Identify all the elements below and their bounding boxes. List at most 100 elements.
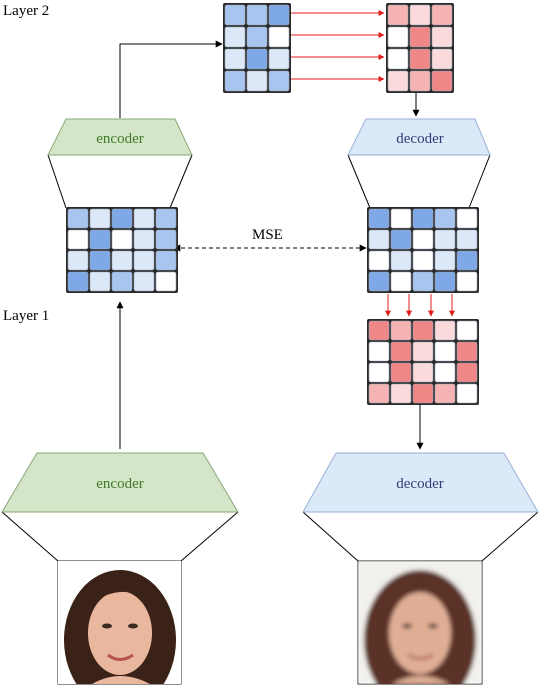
decoder-bottom-label: decoder xyxy=(396,476,443,492)
grid-frame xyxy=(367,319,479,405)
grid-cell xyxy=(409,48,431,70)
grid-cell xyxy=(412,341,434,362)
grid-cell xyxy=(133,229,155,250)
grid-cell xyxy=(89,271,111,292)
grid-cell xyxy=(412,320,434,341)
grid-cell xyxy=(224,26,246,48)
arrow-layer1-to-layer2 xyxy=(119,40,223,118)
layer1-label: Layer 1 xyxy=(3,308,50,324)
grid-cell xyxy=(412,250,434,271)
latent-grid-layer1-encoded xyxy=(66,207,178,293)
grid-cell xyxy=(431,70,453,92)
grid-cell xyxy=(434,383,456,404)
grid-cell xyxy=(456,383,478,404)
grid-cell xyxy=(133,271,155,292)
grid-cell xyxy=(246,48,268,70)
grid-cell xyxy=(111,250,133,271)
grid-cell xyxy=(434,362,456,383)
funnel-lines xyxy=(1,154,539,562)
grid-cell xyxy=(456,341,478,362)
grid-cell xyxy=(412,383,434,404)
grid-cell xyxy=(409,4,431,26)
grid-cell xyxy=(268,48,290,70)
grid-cell xyxy=(434,208,456,229)
encoder-top-block: encoder xyxy=(47,118,193,156)
encoder-bottom-block: encoder xyxy=(1,452,239,513)
encoder-bottom-label: encoder xyxy=(96,476,143,492)
mse-label: MSE xyxy=(252,227,283,243)
grid-cell xyxy=(368,320,390,341)
grid-cell xyxy=(387,48,409,70)
grid-frame xyxy=(223,3,291,93)
latent-grid-layer2-decoded xyxy=(386,3,454,93)
grid-cell xyxy=(456,320,478,341)
grid-cell xyxy=(409,26,431,48)
latent-grid-layer1-decoded xyxy=(367,319,479,405)
grid-cell xyxy=(390,362,412,383)
grid-cell xyxy=(224,4,246,26)
grid-cell xyxy=(155,229,177,250)
grid-cell xyxy=(434,271,456,292)
grid-cell xyxy=(246,70,268,92)
encoder-top-label: encoder xyxy=(96,131,143,147)
decoder-top-label: decoder xyxy=(396,131,443,147)
grid-cell xyxy=(268,4,290,26)
grid-cell xyxy=(412,271,434,292)
grid-cell xyxy=(111,271,133,292)
grid-cell xyxy=(224,70,246,92)
input-face-photo xyxy=(57,560,182,685)
grid-cell xyxy=(224,48,246,70)
reconstructed-face-photo xyxy=(357,560,483,685)
grid-cell xyxy=(368,341,390,362)
grid-cell xyxy=(67,208,89,229)
grid-cell xyxy=(111,208,133,229)
grid-cell xyxy=(434,229,456,250)
grid-cell xyxy=(390,229,412,250)
grid-cell xyxy=(434,250,456,271)
grid-cell xyxy=(412,208,434,229)
grid-cell xyxy=(434,320,456,341)
grid-cell xyxy=(456,362,478,383)
grid-cell xyxy=(89,250,111,271)
grid-cell xyxy=(434,341,456,362)
grid-cell xyxy=(390,250,412,271)
grid-cell xyxy=(368,208,390,229)
grid-cell xyxy=(387,70,409,92)
grid-cell xyxy=(268,70,290,92)
grid-cell xyxy=(67,250,89,271)
grid-frame xyxy=(66,207,178,293)
grid-cell xyxy=(431,26,453,48)
grid-cell xyxy=(155,250,177,271)
red-mapping-arrows-layer2 xyxy=(290,10,385,82)
grid-cell xyxy=(456,208,478,229)
grid-cell xyxy=(89,208,111,229)
grid-cell xyxy=(387,26,409,48)
latent-grid-layer2-encoded xyxy=(223,3,291,93)
grid-cell xyxy=(387,4,409,26)
grid-cell xyxy=(390,383,412,404)
grid-cell xyxy=(431,4,453,26)
grid-cell xyxy=(456,271,478,292)
grid-cell xyxy=(155,271,177,292)
grid-cell xyxy=(390,341,412,362)
decoder-bottom-block: decoder xyxy=(302,452,539,513)
red-mapping-arrows-layer1 xyxy=(385,294,455,317)
grid-cell xyxy=(412,362,434,383)
decoder-top-block: decoder xyxy=(347,118,491,156)
grid-cell xyxy=(111,229,133,250)
grid-cell xyxy=(456,229,478,250)
grid-cell xyxy=(246,26,268,48)
grid-cell xyxy=(456,250,478,271)
grid-cell xyxy=(368,271,390,292)
grid-cell xyxy=(368,362,390,383)
grid-cell xyxy=(390,271,412,292)
layer2-label: Layer 2 xyxy=(3,3,50,19)
grid-cell xyxy=(133,250,155,271)
grid-cell xyxy=(412,229,434,250)
grid-cell xyxy=(368,250,390,271)
grid-cell xyxy=(368,229,390,250)
grid-cell xyxy=(390,208,412,229)
latent-grid-layer1-reconstructed xyxy=(367,207,479,293)
